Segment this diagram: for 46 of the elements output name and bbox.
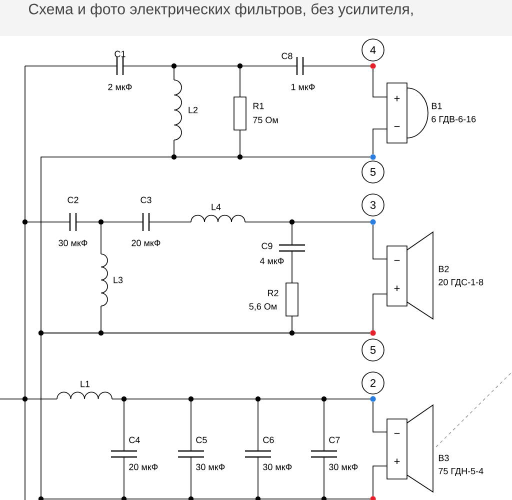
component-label: R2 xyxy=(268,290,278,296)
terminal-number: 2 xyxy=(362,372,384,394)
component-label: C8 xyxy=(282,52,292,60)
component-label: 1 мкФ xyxy=(291,84,315,90)
terminal-number: 5 xyxy=(362,160,384,184)
component-label: 30 мкФ xyxy=(196,464,225,470)
wire xyxy=(372,128,387,154)
component-label: C5 xyxy=(196,436,207,444)
component-label: R1 xyxy=(253,102,264,110)
component-label: 30 мкФ xyxy=(263,464,292,470)
speaker-label: B1 xyxy=(432,102,442,110)
component-label: 30 мкФ xyxy=(329,464,358,470)
component-label: L3 xyxy=(114,276,123,284)
wire xyxy=(40,332,370,500)
wire xyxy=(372,402,387,432)
component-label: C6 xyxy=(263,436,274,444)
component-label: C9 xyxy=(262,242,272,250)
component-label: C3 xyxy=(140,196,152,204)
wire xyxy=(40,156,370,334)
component-label: L4 xyxy=(212,204,221,210)
wire xyxy=(372,466,387,496)
component-label: 20 мкФ xyxy=(129,464,158,470)
component-label: L2 xyxy=(188,106,198,114)
terminal-number: 4 xyxy=(362,38,384,62)
wire xyxy=(372,294,387,330)
component-label: 2 мкФ xyxy=(108,84,132,90)
speaker-label: 20 ГДС-1-8 xyxy=(438,278,484,288)
component-label: 5,6 Ом xyxy=(249,303,276,311)
component-label: 20 мкФ xyxy=(132,240,160,246)
speaker-label: 6 ГДВ-6-16 xyxy=(432,116,476,124)
component-label: 4 мкФ xyxy=(260,258,284,264)
component-label: 75 Ом xyxy=(253,116,278,124)
title-banner: Схема и фото электрических фильтров, без усилителя, xyxy=(0,0,512,36)
terminal-number: 3 xyxy=(362,194,384,216)
terminal-number: 5 xyxy=(362,338,384,362)
speaker-label: B3 xyxy=(438,454,449,462)
speaker-label: 75 ГДН-5-4 xyxy=(438,468,484,476)
component-label: C1 xyxy=(114,50,126,58)
component-label: C4 xyxy=(129,436,140,444)
wire xyxy=(372,224,387,260)
speaker-label: B2 xyxy=(438,266,449,272)
component-label: L1 xyxy=(80,380,90,388)
component-label: 30 мкФ xyxy=(58,240,88,246)
wire xyxy=(372,68,387,98)
component-label: C2 xyxy=(68,196,78,204)
component-label: C7 xyxy=(329,436,340,444)
